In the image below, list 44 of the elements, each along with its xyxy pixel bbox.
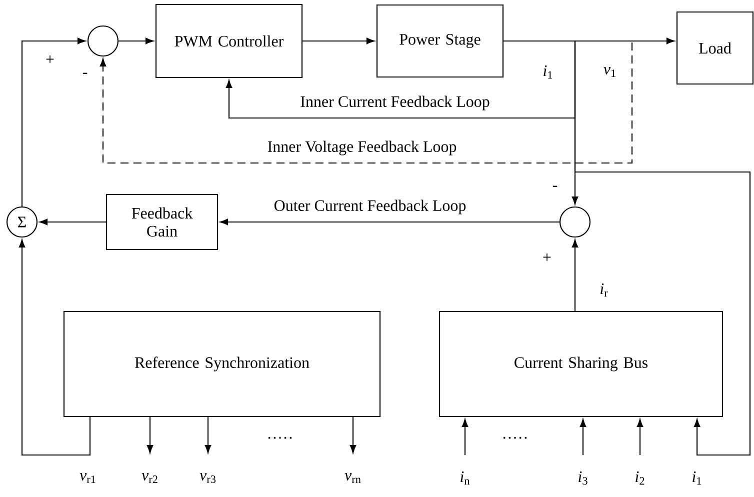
arrow	[462, 418, 468, 455]
signal-label: i$_{1}$	[544, 65, 552, 79]
signal-label: i$_{1}$	[692, 471, 702, 485]
edge-label: Outer Current Feedback Loop	[274, 200, 466, 214]
load-box: Load	[676, 11, 754, 85]
arrow	[21, 38, 86, 206]
signal-label: v$_{r1}$	[80, 473, 96, 483]
arrow	[302, 38, 375, 44]
process-box: PWM Controller	[155, 4, 303, 78]
signal-label: v$_{rn}$	[344, 473, 361, 483]
arrow	[146, 417, 154, 454]
arrow	[220, 218, 560, 226]
process-box: Reference Synchronization	[63, 310, 381, 418]
signal-label: i$_{2}$	[636, 471, 644, 485]
arrow	[100, 40, 633, 164]
sign-label: +	[543, 253, 551, 261]
ellipsis: ·····	[503, 436, 527, 439]
arrow	[580, 418, 586, 455]
process-box: Feedback Gain	[106, 194, 218, 250]
signal-label: i$_{3}$	[578, 471, 588, 485]
sign-label: -	[552, 186, 558, 187]
arrow	[204, 417, 212, 454]
arrow	[504, 40, 751, 456]
sign-label: +	[46, 55, 54, 63]
arrow	[350, 417, 356, 454]
arrow	[118, 38, 154, 44]
summing-junction	[87, 25, 119, 57]
signal-label: v$_{1}$	[604, 67, 616, 77]
summing-junction: Σ	[6, 206, 38, 238]
signal-label: v$_{r3}$	[200, 472, 216, 484]
signal-label: i$_{n}$	[460, 471, 470, 485]
arrow	[572, 239, 578, 311]
signal-label: i$_{r}$	[600, 283, 608, 297]
sign-label: -	[82, 72, 88, 74]
signal-label: v$_{r2}$	[142, 473, 158, 483]
ellipsis: ·····	[268, 436, 292, 439]
arrow	[636, 418, 644, 455]
process-box: Current Sharing Bus	[438, 310, 724, 418]
summing-junction	[559, 206, 591, 238]
arrow	[39, 218, 106, 226]
edge-label: Inner Current Feedback Loop	[300, 96, 490, 110]
process-box: Power Stage	[376, 4, 504, 78]
edge-label: Inner Voltage Feedback Loop	[268, 140, 456, 156]
arrow	[18, 239, 91, 456]
